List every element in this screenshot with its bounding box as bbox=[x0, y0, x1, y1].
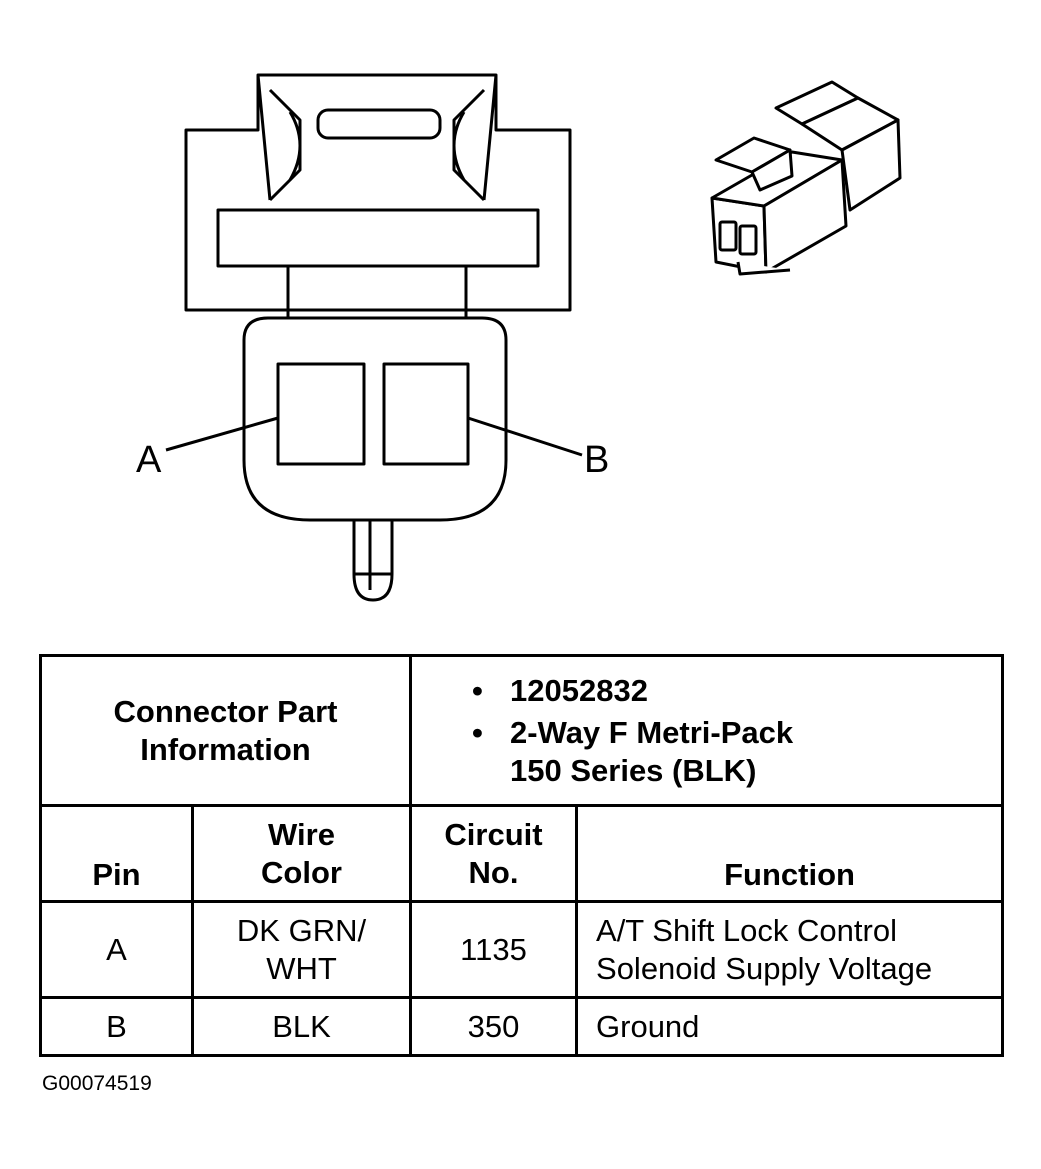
pin-b-label: B bbox=[584, 439, 609, 481]
part-number: 12052832 bbox=[472, 672, 1001, 710]
header-pin: Pin bbox=[39, 804, 194, 903]
row-a-function: A/T Shift Lock Control Solenoid Supply V… bbox=[575, 900, 1005, 999]
header-circuit: Circuit No. bbox=[409, 804, 579, 903]
part-info-cell: 12052832 2-Way F Metri-Pack 150 Series (… bbox=[409, 654, 1005, 807]
row-b-wire-color: BLK bbox=[190, 996, 413, 1057]
leader-line-a bbox=[165, 416, 279, 452]
connector-type: 2-Way F Metri-Pack 150 Series (BLK) bbox=[472, 714, 1001, 790]
connector-face-view bbox=[184, 73, 572, 602]
row-b-circuit: 350 bbox=[409, 996, 579, 1057]
row-b-function: Ground bbox=[575, 996, 1005, 1057]
leader-line-b bbox=[467, 416, 583, 457]
figure-id: G00074519 bbox=[42, 1072, 152, 1095]
pin-cavity-b bbox=[382, 362, 470, 466]
header-function: Function bbox=[575, 804, 1005, 903]
pin-cavity-a bbox=[276, 362, 366, 466]
header-wire-color: Wire Color bbox=[190, 804, 413, 903]
pin-a-label: A bbox=[136, 439, 162, 481]
header-row: Pin Wire Color Circuit No. Function bbox=[39, 804, 1005, 903]
row-a-wire-color: DK GRN/ WHT bbox=[190, 900, 413, 999]
row-b-pin: B bbox=[39, 996, 194, 1057]
part-info-list: 12052832 2-Way F Metri-Pack 150 Series (… bbox=[472, 672, 1001, 790]
connector-info-table: Connector Part Information 12052832 2-Wa… bbox=[38, 654, 1005, 1057]
connector-diagram: A B bbox=[136, 73, 902, 602]
part-info-row: Connector Part Information 12052832 2-Wa… bbox=[38, 654, 1005, 807]
connector-part-label: Connector Part Information bbox=[38, 654, 413, 807]
row-a-circuit: 1135 bbox=[409, 900, 579, 999]
row-a-pin: A bbox=[39, 900, 194, 999]
connector-isometric-view bbox=[710, 80, 902, 276]
table-row: A DK GRN/ WHT 1135 A/T Shift Lock Contro… bbox=[39, 900, 1005, 999]
table-row: B BLK 350 Ground bbox=[39, 996, 1005, 1057]
